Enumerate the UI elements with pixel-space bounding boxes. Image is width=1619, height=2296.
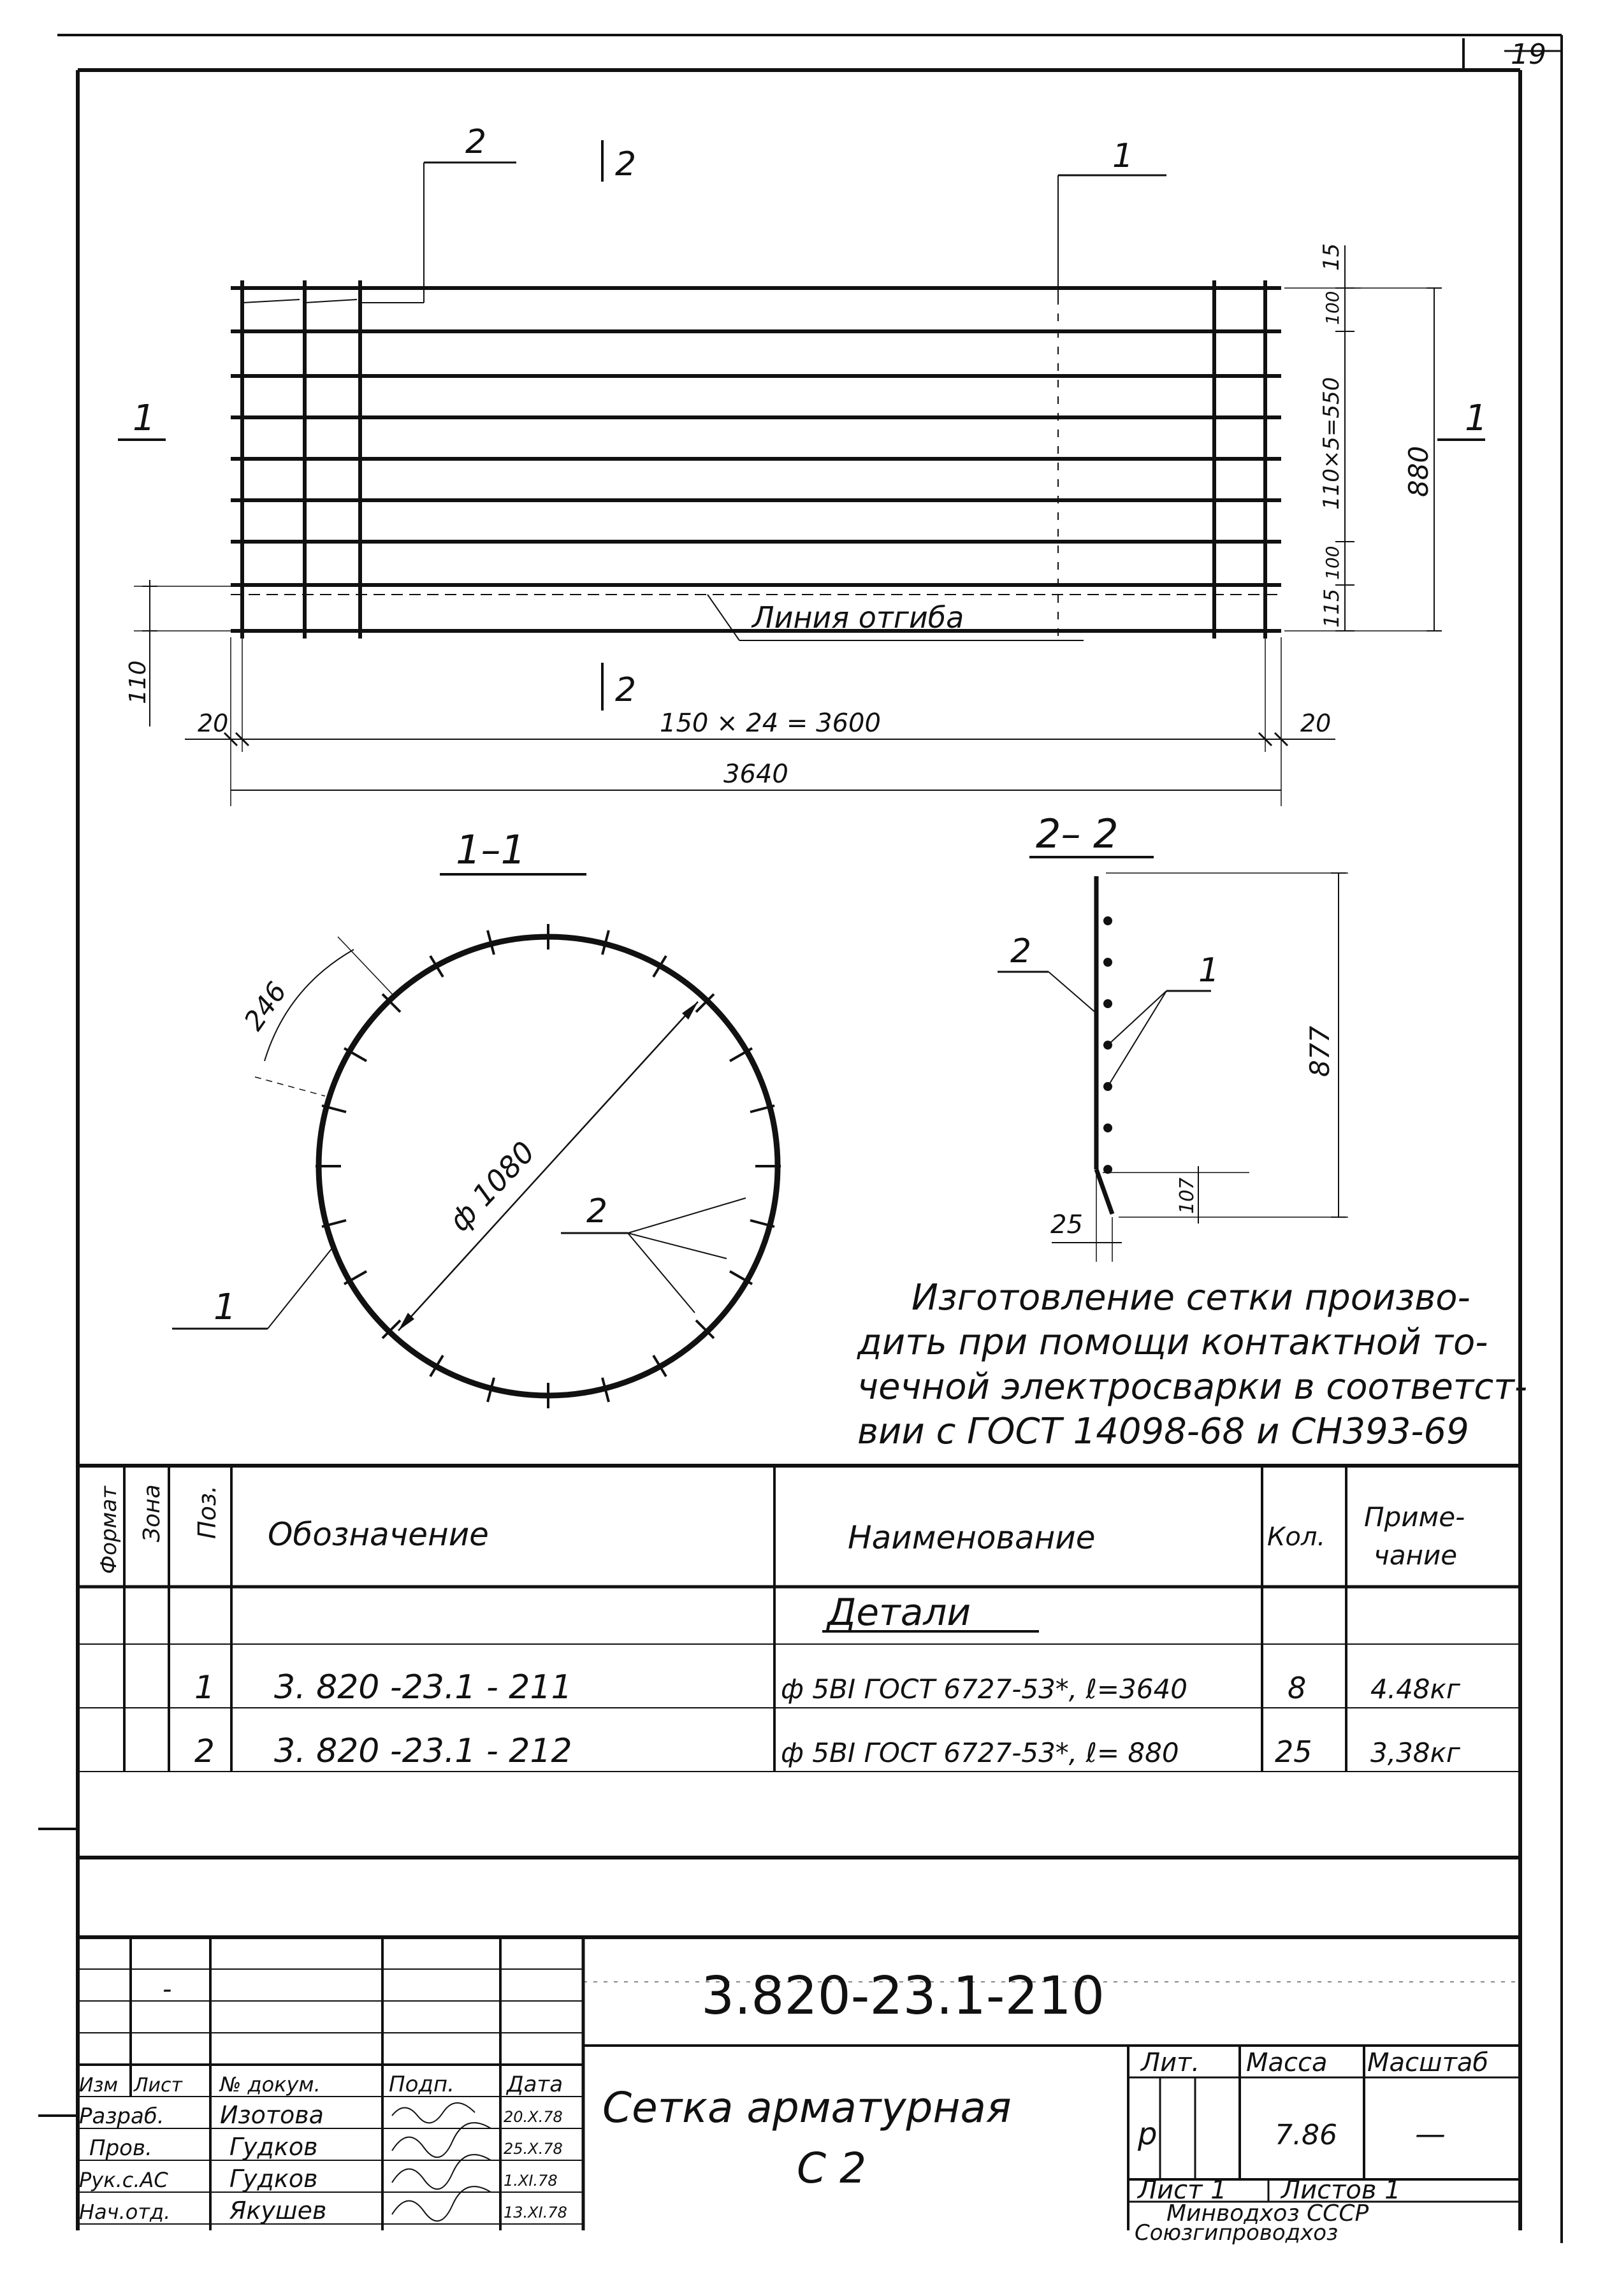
section-mark-2-top: 2 (615, 145, 636, 184)
dim-20-left: 20 (198, 709, 228, 737)
bend-line-label: Линия отгиба (751, 600, 964, 635)
mesh-plan (118, 140, 1485, 806)
section-2-2-dim-25: 25 (1050, 1210, 1083, 1239)
spec-row-name: ф 5ВI ГОСТ 6727-53*, ℓ= 880 (781, 1737, 1179, 1768)
section-1-1-callout-1: 1 (214, 1287, 236, 1328)
plan-callout-pos1: 1 (1112, 137, 1133, 175)
spec-header-zone: Зона (139, 1484, 165, 1542)
staff-role: Пров. (89, 2135, 152, 2161)
section-mark-2-bottom: 2 (615, 671, 636, 709)
spec-header-format: Формат (96, 1485, 122, 1574)
section-mark-1-left: 1 (133, 398, 156, 439)
sheets-label: Листов 1 (1280, 2176, 1401, 2205)
spec-header-pos: Поз. (193, 1485, 221, 1539)
spec-header-note-1: Приме- (1364, 1501, 1465, 1533)
spec-row-qty: 8 (1288, 1671, 1306, 1705)
spec-row-note: 3,38кг (1370, 1737, 1461, 1768)
note-line-4: вии с ГОСТ 14098-68 и СН393-69 (857, 1411, 1469, 1452)
staff-date: 25.X.78 (504, 2140, 563, 2158)
spec-row-pos: 2 (194, 1733, 215, 1770)
org-line-2: Союзгипроводхоз (1135, 2220, 1338, 2246)
section-1-1-dim-diameter: ф 1080 (442, 1135, 542, 1238)
sheet-number: 19 (1511, 38, 1546, 71)
dim-total: 3640 (723, 760, 788, 789)
section-1-1-callout-2: 2 (586, 1192, 607, 1231)
spec-header-note-2: чание (1374, 1540, 1457, 1571)
lit-value: р (1137, 2116, 1157, 2152)
spec-header-qty: Кол. (1267, 1522, 1325, 1552)
note-line-1: Изготовление сетки произво- (911, 1277, 1470, 1318)
section-1-1-view (172, 873, 781, 1408)
staff-date: 1.XI.78 (504, 2172, 558, 2190)
spec-row-name: ф 5ВI ГОСТ 6727-53*, ℓ=3640 (781, 1673, 1187, 1705)
mass-label: Масса (1246, 2048, 1328, 2077)
dim-110: 110 (125, 660, 151, 704)
spec-row-note: 4.48кг (1370, 1673, 1461, 1705)
spec-row: 1 3. 820 -23.1 - 211 ф 5ВI ГОСТ 6727-53*… (194, 1668, 1461, 1707)
staff-role: Рук.с.АС (79, 2168, 168, 2192)
org-line-1: Минводхоз СССР (1166, 2200, 1369, 2227)
dim-100-top: 100 (1322, 291, 1343, 325)
section-2-2-title: 2– 2 (1036, 811, 1119, 857)
dim-spacing: 110×5=550 (1319, 377, 1344, 510)
spec-row-pos: 1 (194, 1669, 215, 1706)
staff-date: 20.X.78 (504, 2108, 563, 2126)
section-2-2-callout-1: 1 (1198, 951, 1219, 990)
scale-value: — (1415, 2116, 1446, 2152)
drawing-code: 3.820-23.1-210 (701, 1966, 1105, 2026)
staff-surname: Якушев (229, 2197, 326, 2225)
section-1-1-title: 1–1 (456, 827, 526, 873)
spec-table (78, 1464, 1520, 1859)
dim-880: 880 (1403, 446, 1434, 497)
staff-surname: Изотова (220, 2101, 324, 2129)
dim-20-right: 20 (1300, 709, 1331, 737)
spec-row-designation: 3. 820 -23.1 - 212 (274, 1732, 572, 1770)
dim-15: 15 (1319, 243, 1344, 271)
dim-span: 150 × 24 = 3600 (660, 709, 881, 738)
spec-row: 2 3. 820 -23.1 - 212 ф 5ВI ГОСТ 6727-53*… (194, 1732, 1461, 1770)
plan-callout-pos2: 2 (465, 123, 486, 161)
mass-value: 7.86 (1275, 2119, 1337, 2151)
staff-role: Нач.отд. (79, 2200, 170, 2224)
signature-scribbles (391, 2102, 491, 2222)
staff-surname: Гудков (229, 2133, 318, 2161)
dim-100-bottom: 100 (1322, 546, 1343, 580)
staff-surname: Гудков (229, 2165, 318, 2193)
drawing-name-line-2: С 2 (797, 2144, 866, 2193)
section-2-2-view (998, 856, 1348, 1262)
staff-date: 13.XI.78 (504, 2204, 567, 2221)
title-dash-mark: - (163, 1975, 171, 2004)
scale-label: Масштаб (1367, 2048, 1488, 2077)
dim-115: 115 (1319, 589, 1344, 628)
section-2-2-callout-2: 2 (1010, 932, 1031, 971)
spec-row-qty: 25 (1275, 1735, 1312, 1769)
title-col-header-izm: Изм (79, 2074, 118, 2097)
lit-label: Лит. (1140, 2048, 1200, 2077)
title-col-header-doc: № докум. (219, 2072, 321, 2097)
spec-section-title: Детали (825, 1591, 971, 1634)
section-1-1-dim-arc: 246 (238, 976, 293, 1036)
title-block (78, 1935, 1520, 2230)
fabrication-note: Изготовление сетки произво- дить при пом… (857, 1277, 1527, 1452)
title-col-header-list: Лист (133, 2074, 184, 2097)
drawing-name-line-1: Сетка арматурная (602, 2083, 1012, 2132)
sheet-frame (38, 34, 1563, 2243)
note-line-2: дить при помощи контактной то- (857, 1322, 1488, 1363)
section-2-2-dim-877: 877 (1304, 1026, 1335, 1077)
staff-role: Разраб. (79, 2104, 164, 2129)
sheet-label: Лист 1 (1136, 2176, 1227, 2205)
note-line-3: чечной электросварки в соответст- (857, 1366, 1527, 1408)
spec-header-name: Наименование (848, 1519, 1096, 1556)
section-2-2-dim-107: 107 (1176, 1178, 1198, 1214)
spec-header-designation: Обозначение (268, 1516, 489, 1553)
title-col-header-date: Дата (505, 2072, 563, 2097)
section-mark-1-right: 1 (1465, 398, 1488, 439)
title-col-header-sign: Подп. (389, 2072, 454, 2097)
spec-row-designation: 3. 820 -23.1 - 211 (274, 1668, 572, 1707)
